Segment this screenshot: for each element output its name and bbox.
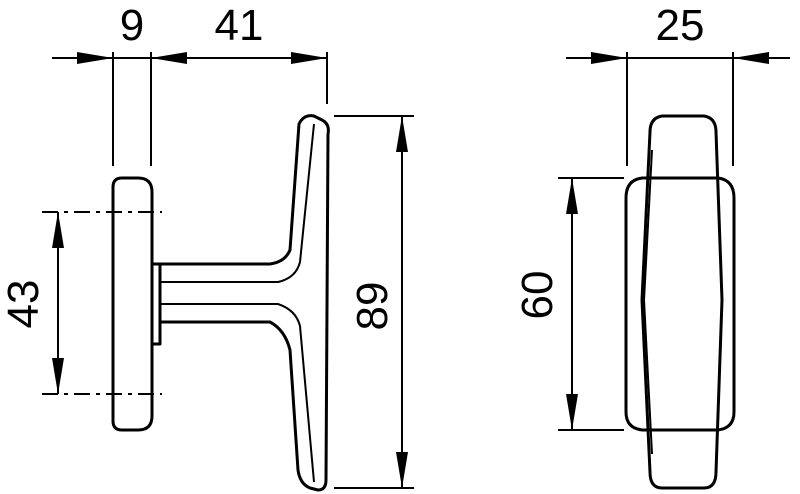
arrow-25-right: [733, 52, 769, 64]
arrow-43-bottom: [52, 358, 64, 394]
arrow-9-left: [77, 52, 113, 64]
arrow-25-left: [591, 52, 627, 64]
arrow-89-top: [396, 116, 408, 152]
rose-plate-side: [111, 176, 154, 432]
grip-side-line-left: [642, 149, 653, 455]
dim-label-89: 89: [348, 282, 397, 331]
arrow-60-top: [566, 178, 578, 214]
dim-label-60: 60: [513, 271, 562, 320]
side-view: [111, 114, 330, 492]
shaft-inner-line-bottom: [160, 303, 315, 483]
dim-label-43: 43: [0, 280, 48, 329]
arrow-43-top: [52, 212, 64, 248]
handle-grip-front: [640, 114, 724, 490]
dim-label-9: 9: [120, 1, 144, 50]
handle-shaft: [158, 114, 330, 492]
arrow-89-bottom: [396, 452, 408, 488]
dim-label-41: 41: [215, 1, 264, 50]
arrow-41-right: [291, 52, 327, 64]
dim-label-25: 25: [656, 1, 705, 50]
shaft-inner-line-top: [160, 123, 315, 283]
arrow-9-right: [151, 52, 187, 64]
front-view: [624, 114, 736, 490]
arrow-60-bottom: [566, 394, 578, 430]
